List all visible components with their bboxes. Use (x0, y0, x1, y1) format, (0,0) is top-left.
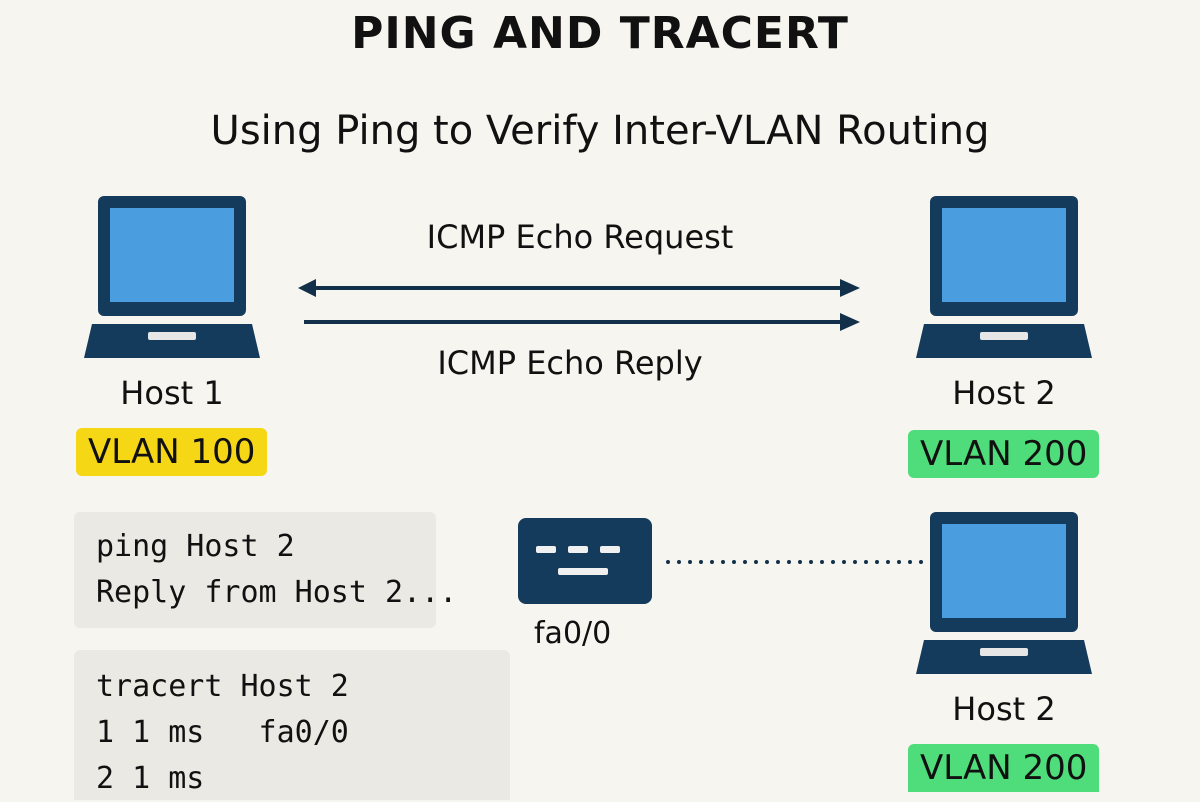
router-port-label: fa0/0 (534, 616, 612, 651)
host-3-label: Host 2 (952, 690, 1056, 728)
host-2-label: Host 2 (952, 374, 1056, 412)
reply-arrow-icon (304, 313, 860, 331)
host-3-laptop-icon (916, 512, 1092, 674)
page-title: PING AND TRACERT (351, 8, 849, 59)
icmp-reply-label: ICMP Echo Reply (437, 344, 703, 382)
console-line: 2 1 ms (96, 761, 205, 796)
dotted-link (666, 560, 924, 564)
console-line: 1 1 ms fa0/0 (96, 715, 349, 750)
host-1-laptop-icon (84, 196, 260, 358)
host-2-vlan-badge: VLAN 200 (908, 430, 1100, 478)
icmp-request-label: ICMP Echo Request (426, 218, 734, 256)
host-2-laptop-icon (916, 196, 1092, 358)
router-icon (518, 518, 652, 604)
host-1-label: Host 1 (120, 374, 224, 412)
console-line: tracert Host 2 (96, 669, 349, 704)
icmp-arrows (298, 279, 860, 331)
request-arrow-icon (298, 279, 860, 297)
console-line: Reply from Host 2... (96, 575, 458, 610)
tracert-console: tracert Host 2 1 1 ms fa0/0 2 1 ms (74, 650, 510, 800)
ping-console: ping Host 2 Reply from Host 2... (74, 512, 458, 628)
console-line: ping Host 2 (96, 529, 295, 564)
page-subtitle: Using Ping to Verify Inter-VLAN Routing (210, 108, 990, 154)
host-1-vlan-badge: VLAN 100 (76, 428, 268, 476)
host-3-vlan-badge: VLAN 200 (908, 744, 1100, 792)
